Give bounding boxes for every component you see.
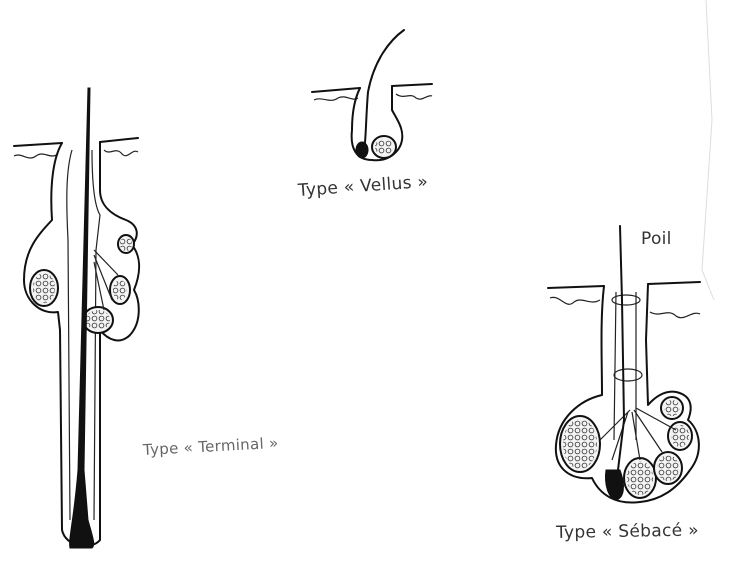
terminal-gland-right-1-cells <box>86 310 110 330</box>
terminal-gland-left-cells <box>33 273 55 303</box>
vellus-follicle <box>312 30 432 160</box>
label-sebace: Type « Sébacé » <box>556 521 699 543</box>
vellus-hair-shaft <box>364 30 404 152</box>
scan-edge <box>702 0 714 300</box>
sebaceous-epidermis-line <box>550 297 700 317</box>
terminal-gland-right-3-cells <box>120 237 132 251</box>
sebaceous-skin-surface <box>548 282 700 288</box>
sebaceous-gland-top-cells <box>664 400 680 416</box>
label-poil: Poil <box>641 229 672 249</box>
vellus-skin-surface <box>312 84 432 92</box>
vellus-gland-cells <box>375 139 393 155</box>
vellus-hair-bulb <box>356 142 368 158</box>
sebaceous-gland-bottom-1-cells <box>627 461 653 495</box>
sebaceous-ring-lower <box>614 369 642 381</box>
sebaceous-gland-bottom-2-cells <box>657 455 679 481</box>
sebaceous-follicle <box>548 226 700 503</box>
vellus-epidermis-line <box>314 94 432 100</box>
terminal-skin-surface <box>14 138 138 146</box>
sebaceous-gland-left-cells <box>563 419 597 469</box>
terminal-follicle <box>14 88 139 548</box>
terminal-epidermis-line <box>14 150 138 158</box>
terminal-gland-right-2-cells <box>113 280 127 300</box>
